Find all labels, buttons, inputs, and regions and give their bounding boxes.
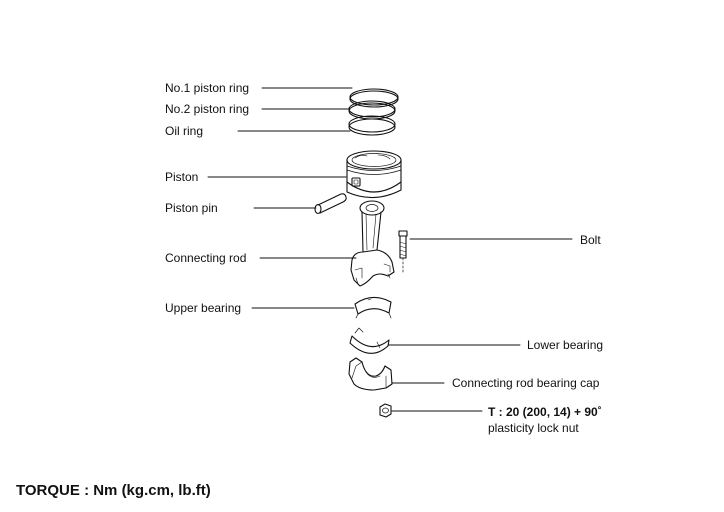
plasticity-lock-nut <box>379 403 392 418</box>
piston-pin <box>314 193 347 215</box>
label-bolt: Bolt <box>580 233 601 247</box>
upper-bearing <box>354 296 392 319</box>
lower-bearing <box>349 327 390 354</box>
label-no1-piston-ring: No.1 piston ring <box>165 81 250 95</box>
torque-units-footer: TORQUE : Nm (kg.cm, lb.ft) <box>16 482 211 499</box>
label-bearing-cap: Connecting rod bearing cap <box>452 376 600 390</box>
label-no2-piston-ring: No.2 piston ring <box>165 102 250 116</box>
bolt <box>398 230 408 273</box>
connecting-rod <box>350 200 395 287</box>
connecting-rod-bearing-cap <box>348 357 393 391</box>
label-piston-pin: Piston pin <box>165 201 218 215</box>
piston <box>346 150 402 199</box>
nut-name-label: plasticity lock nut <box>488 421 579 435</box>
label-connecting-rod: Connecting rod <box>165 251 247 265</box>
oil-ring <box>348 115 396 136</box>
no1-piston-ring <box>349 88 399 108</box>
label-upper-bearing: Upper bearing <box>165 301 242 315</box>
nut-torque-spec: T : 20 (200, 14) + 90˚ <box>488 405 602 419</box>
label-piston: Piston <box>165 170 199 184</box>
label-oil-ring: Oil ring <box>165 124 204 138</box>
leader-lines <box>207 87 573 412</box>
label-lower-bearing: Lower bearing <box>527 338 604 352</box>
